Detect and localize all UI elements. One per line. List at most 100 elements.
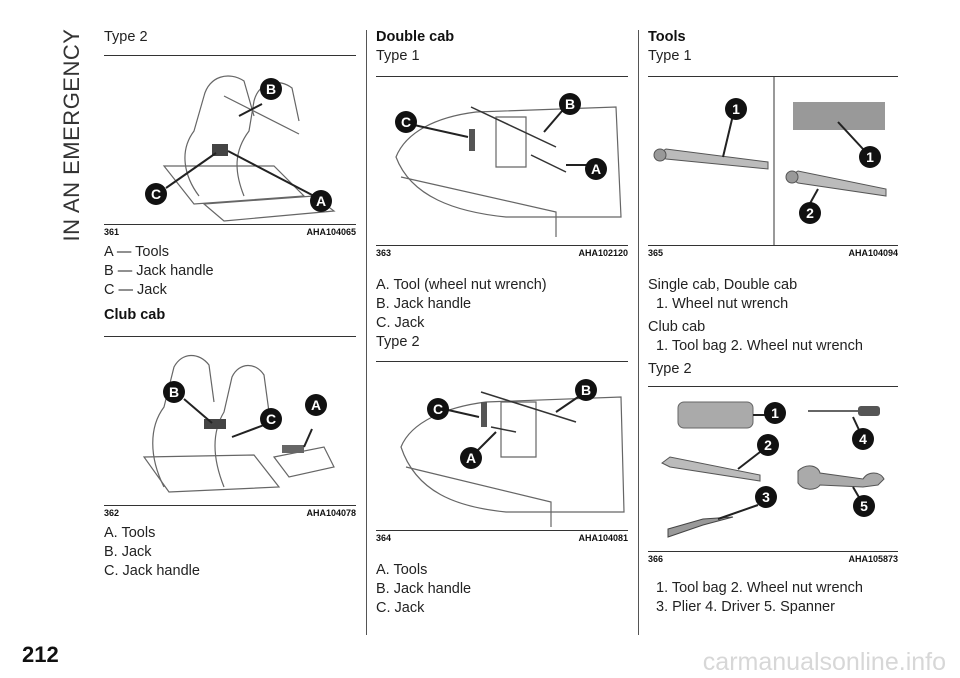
callout-4: [852, 428, 874, 450]
cab-label: Single cab, Double cab: [648, 277, 798, 293]
club-cab-seat-illustration: B C A: [142, 354, 335, 493]
callout-c-label: C: [433, 401, 443, 417]
section-heading: Tools: [648, 29, 686, 45]
callout-b: [260, 78, 282, 100]
callout-5-label: 5: [860, 498, 868, 514]
callout-1-label: 1: [771, 405, 779, 421]
legend-list: A. Tool (wheel nut wrench) B. Jack handl…: [376, 276, 628, 333]
figure-caption: 364 AHA104081: [376, 533, 628, 543]
column-3: Tools Type 1 1 1 2 365 AHA104094 Single …: [648, 28, 898, 617]
figure-363: C B A: [376, 76, 628, 246]
callout-1: [725, 98, 747, 120]
figure-code: AHA104065: [306, 227, 356, 237]
callout-a-label: A: [316, 193, 326, 209]
legend-item: A. Tools: [376, 562, 428, 578]
callout-2-label: 2: [764, 437, 772, 453]
callout-3: [755, 486, 777, 508]
callout-b: [575, 379, 597, 401]
callout-c-label: C: [401, 114, 411, 130]
jack-shape: [481, 402, 487, 427]
section-title-text: IN AN EMERGENCY: [59, 28, 84, 242]
legend-item: A. Tool (wheel nut wrench): [376, 277, 547, 293]
legend-item: C. Jack: [376, 315, 425, 331]
wheel-nut-wrench-shape: [661, 456, 761, 482]
callout-2: [757, 434, 779, 456]
callout-3-label: 3: [762, 489, 770, 505]
legend-item: A. Tools: [104, 525, 156, 541]
tool-bag-shape: [677, 401, 754, 429]
section-heading: Double cab: [376, 29, 455, 45]
tools-type2-illustration: 1 2 3 4 5: [661, 401, 885, 538]
legend-item: C. Jack handle: [104, 563, 200, 579]
callout-b: [163, 381, 185, 403]
figure-caption: 363 AHA102120: [376, 248, 628, 258]
figure-code: AHA104078: [306, 508, 356, 518]
column-1: Type 2 B C A 361 AHA104065 A — Tools: [104, 28, 356, 581]
callout-2-label: 2: [806, 205, 814, 221]
callout-a-label: A: [311, 397, 321, 413]
cab-items: 1. Tool bag 2. Wheel nut wrench: [656, 338, 863, 354]
subheading: Club cab: [104, 307, 166, 323]
tool-bag-shape: [204, 419, 226, 429]
callout-1-label: 1: [732, 101, 740, 117]
type-heading: Type 1: [376, 48, 420, 64]
figure-number: 362: [104, 508, 120, 518]
figure-caption: 366 AHA105873: [648, 554, 898, 564]
callout-c-label: C: [151, 186, 161, 202]
legend-item: B — Jack handle: [104, 263, 214, 279]
callout-1: [859, 146, 881, 168]
figure-caption: 365 AHA104094: [648, 248, 898, 258]
legend-item: A — Tools: [104, 244, 170, 260]
figure-code: AHA102120: [578, 248, 628, 258]
callout-c: [145, 183, 167, 205]
plier-shape: [667, 516, 734, 538]
callout-a: [305, 394, 327, 416]
figure-365: 1 1 2: [648, 76, 898, 246]
callout-c: [260, 408, 282, 430]
driver-handle-shape: [858, 406, 880, 416]
callout-a: [585, 158, 607, 180]
wheel-nut-wrench-shape: [787, 170, 887, 197]
figure-number: 361: [104, 227, 120, 237]
callout-1: [764, 402, 786, 424]
callout-b-label: B: [565, 96, 575, 112]
figure-caption: 362 AHA104078: [104, 508, 356, 518]
type-heading: Type 2: [376, 334, 420, 350]
callout-a: [310, 190, 332, 212]
figure-366: 1 2 3 4 5: [648, 386, 898, 552]
legend-list: A. Tools B. Jack handle C. Jack: [376, 561, 628, 618]
type-heading: Type 2: [648, 361, 692, 377]
legend-list: A — Tools B — Jack handle C — Jack: [104, 243, 356, 300]
tool-shape: [282, 445, 304, 453]
callout-1-label: 1: [866, 149, 874, 165]
figure-number: 366: [648, 554, 664, 564]
callout-c: [395, 111, 417, 133]
callout-b-label: B: [266, 81, 276, 97]
callout-b-label: B: [581, 382, 591, 398]
tool-bag-shape: [793, 102, 885, 130]
legend-item: 1. Tool bag 2. Wheel nut wrench: [656, 580, 863, 596]
tools-type1-illustration: 1 1 2: [653, 77, 887, 245]
double-cab-type2-illustration: C B A: [400, 379, 625, 527]
spanner-shape: [797, 465, 885, 490]
callout-5: [853, 495, 875, 517]
cab-label: Club cab: [648, 319, 706, 335]
legend-item: B. Jack handle: [376, 296, 472, 312]
callout-2: [799, 202, 821, 224]
column-2: Double cab Type 1 C B A 363 AHA102120 A: [376, 28, 628, 618]
legend-list: A. Tools B. Jack C. Jack handle: [104, 524, 356, 581]
callout-a-label: A: [591, 161, 601, 177]
tools-legend: 1. Tool bag 2. Wheel nut wrench 3. Plier…: [648, 579, 898, 617]
legend-item: C. Jack: [376, 600, 425, 616]
figure-number: 365: [648, 248, 664, 258]
type-heading: Type 1: [648, 48, 692, 64]
legend-item: B. Jack: [104, 544, 152, 560]
figure-364: C B A: [376, 361, 628, 531]
callout-b-label: B: [169, 384, 179, 400]
callout-a: [460, 447, 482, 469]
legend-item: 3. Plier 4. Driver 5. Spanner: [656, 599, 835, 615]
callout-c-label: C: [266, 411, 276, 427]
figure-361: B C A: [104, 55, 356, 225]
figure-code: AHA105873: [848, 554, 898, 564]
column-divider: [638, 30, 639, 635]
